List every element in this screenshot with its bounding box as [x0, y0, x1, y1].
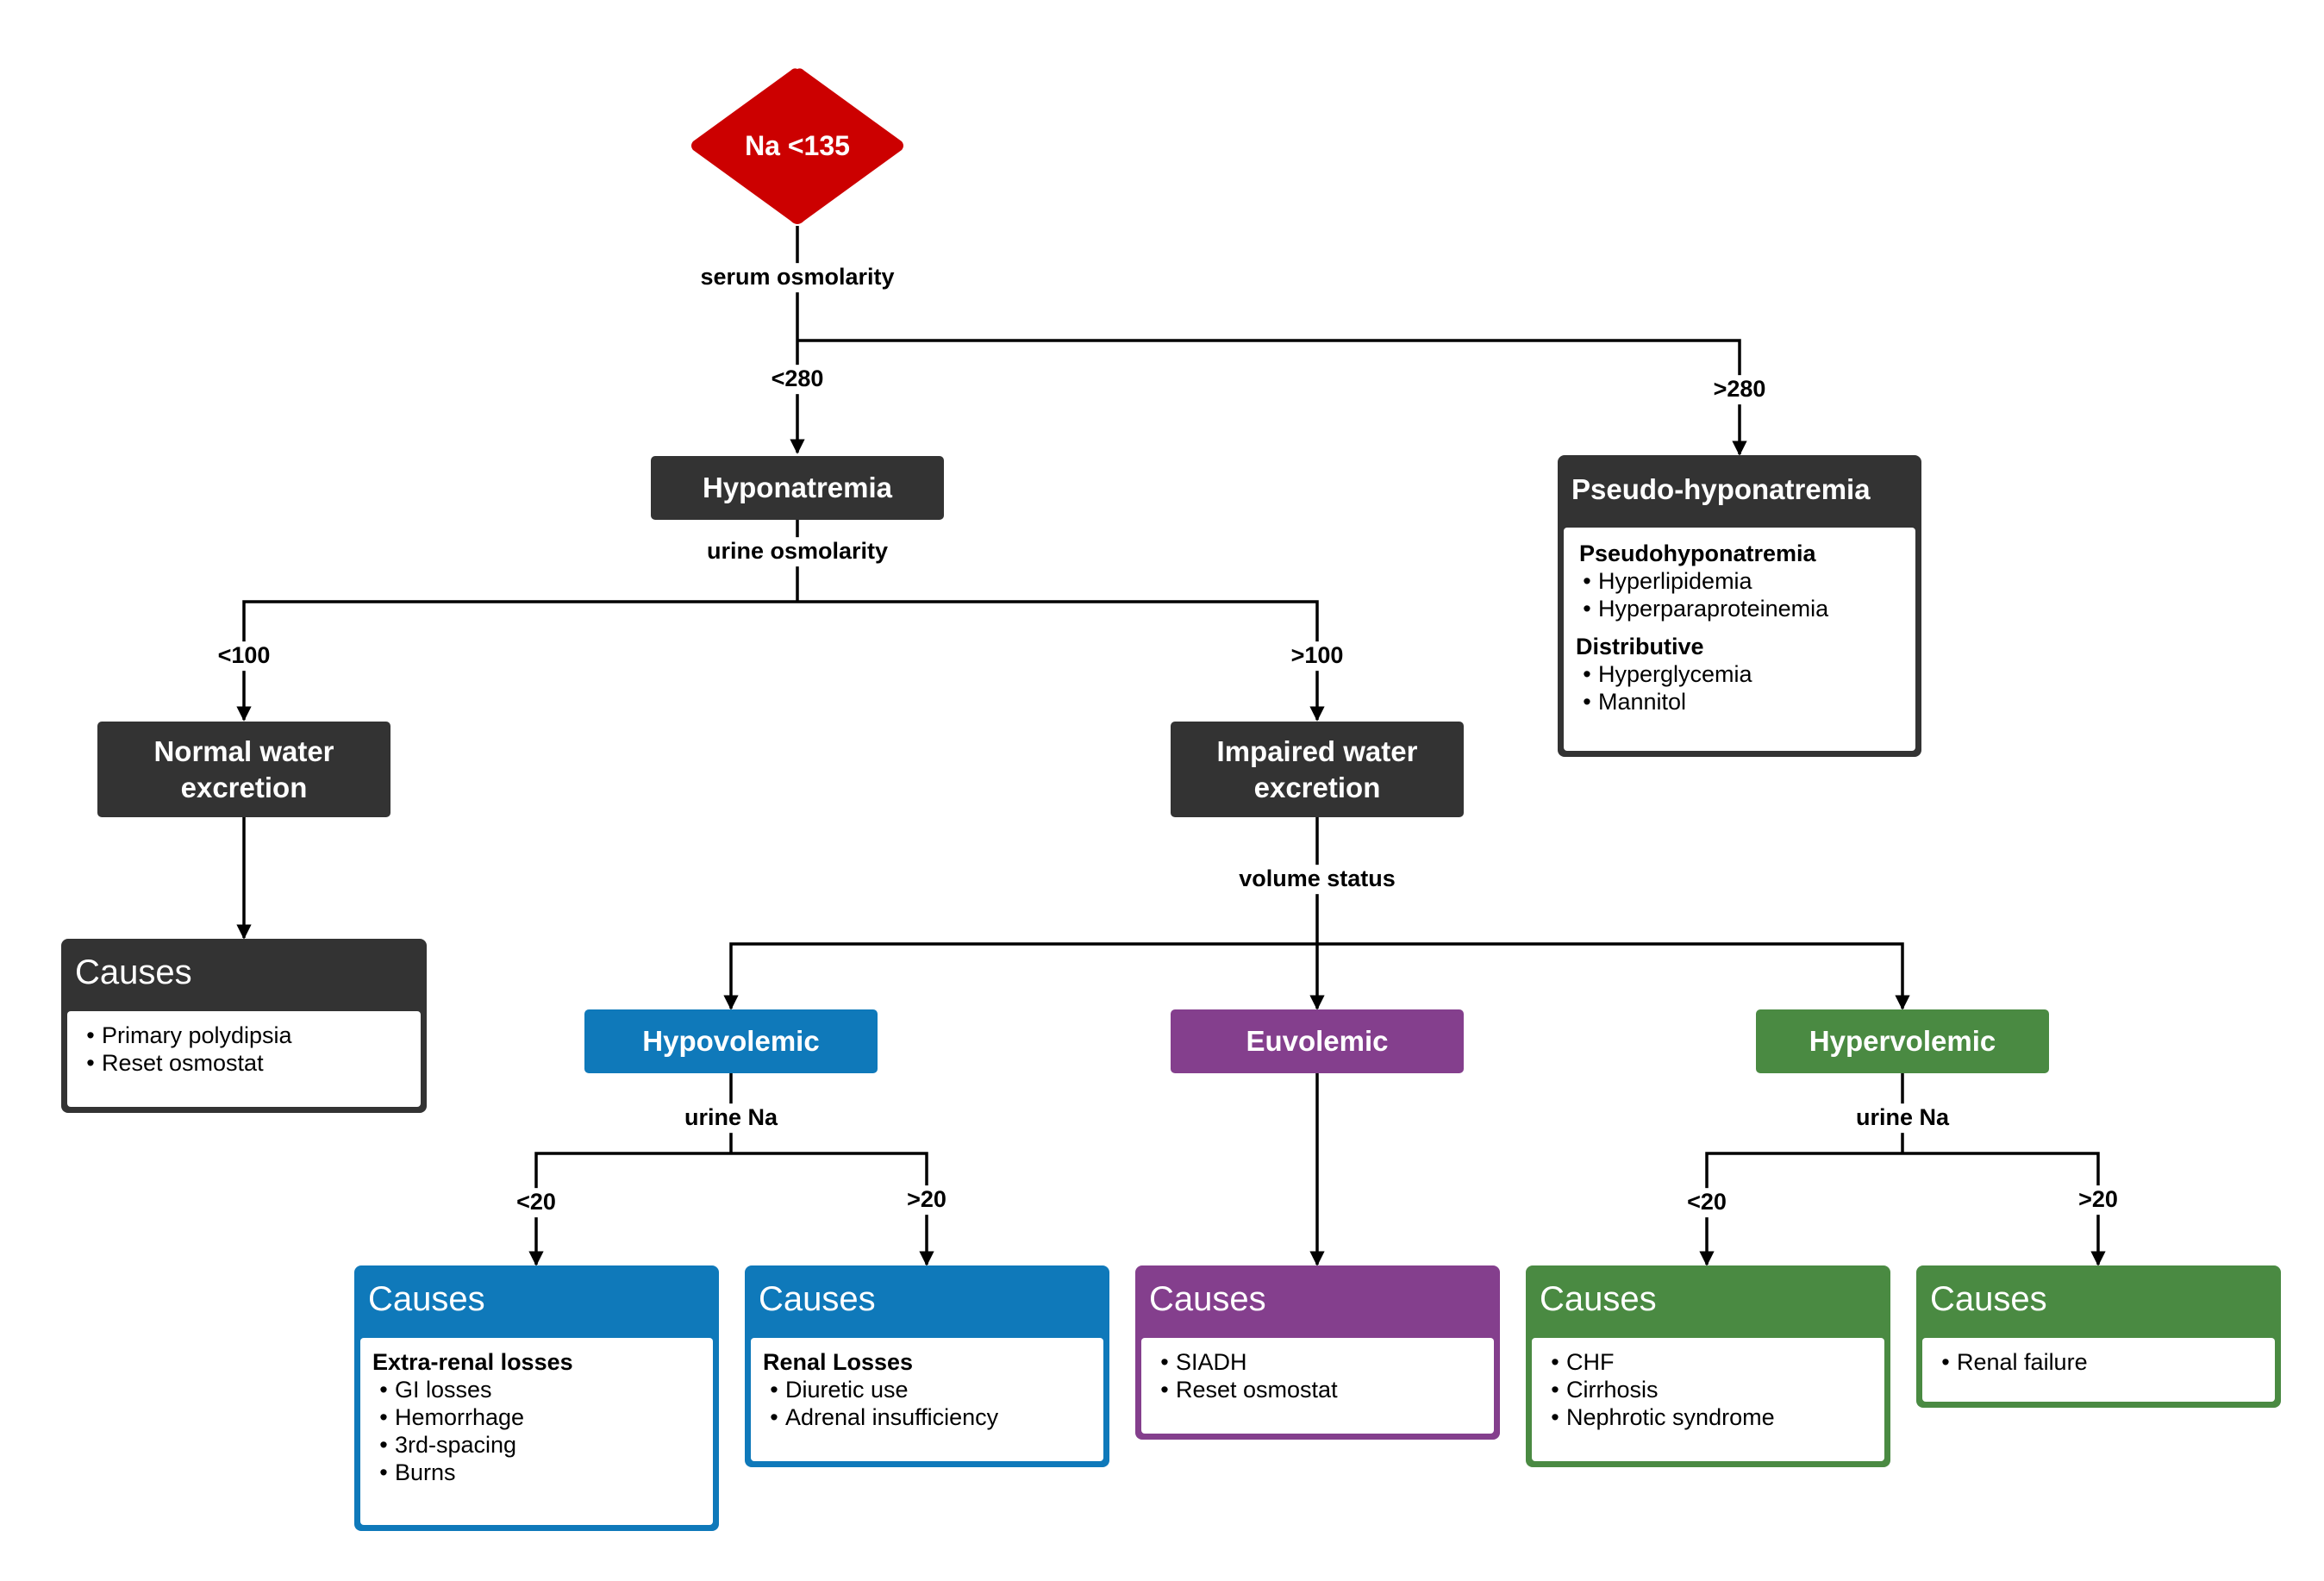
- edge-line-hyper-gt20: [1902, 1152, 2106, 1266]
- edge-label-urine-na-hypo: urine Na: [677, 1103, 785, 1133]
- edge-line-hyper-lt20: [1699, 1152, 1902, 1266]
- pseudo-section-1: Pseudohyponatremia Hyperlipidemia Hyperp…: [1576, 540, 1903, 622]
- edge-label-urine-osmolarity: urine osmolarity: [699, 537, 896, 566]
- list-item: Hyperparaproteinemia: [1576, 595, 1903, 622]
- list-item: Adrenal insufficiency: [763, 1403, 1091, 1431]
- list-item: SIADH: [1153, 1348, 1482, 1376]
- edge-label-volume-status: volume status: [1232, 865, 1403, 894]
- causes-body: Renal failure: [1922, 1338, 2275, 1402]
- list-item: Nephrotic syndrome: [1544, 1403, 1872, 1431]
- edge-line-lt100: [236, 600, 797, 722]
- list-item: 3rd-spacing: [372, 1431, 701, 1459]
- causes-title: Causes: [1540, 1279, 1657, 1318]
- euvolemic-node: Euvolemic: [1171, 1009, 1464, 1073]
- list-item: CHF: [1544, 1348, 1872, 1376]
- list-item: Mannitol: [1576, 688, 1903, 716]
- edge-label-hyper-gt20: >20: [2071, 1185, 2125, 1215]
- start-label: Na <135: [745, 129, 850, 161]
- causes-body: CHF Cirrhosis Nephrotic syndrome: [1532, 1338, 1884, 1461]
- list-item: Diuretic use: [763, 1376, 1091, 1403]
- causes-hypervolemic-gt20-card: Causes Renal failure: [1916, 1265, 2281, 1408]
- causes-hypovolemic-extrarenal-card: Causes Extra-renal losses GI losses Hemo…: [354, 1265, 719, 1531]
- list-item: GI losses: [372, 1376, 701, 1403]
- causes-body: Renal Losses Diuretic use Adrenal insuff…: [751, 1338, 1103, 1461]
- edge-line-gt100: [797, 600, 1325, 722]
- list-item: Cirrhosis: [1544, 1376, 1872, 1403]
- edge-line-gt280: [797, 339, 1747, 456]
- causes-section-title: Extra-renal losses: [372, 1349, 573, 1375]
- pseudo-section-2: Distributive Hyperglycemia Mannitol: [1576, 633, 1903, 716]
- hypervolemic-node: Hypervolemic: [1756, 1009, 2049, 1073]
- causes-hypovolemic-renal-card: Causes Renal Losses Diuretic use Adrenal…: [745, 1265, 1109, 1467]
- causes-body: Extra-renal losses GI losses Hemorrhage …: [360, 1338, 713, 1525]
- list-item: Hyperlipidemia: [1576, 567, 1903, 595]
- list-item: Hyperglycemia: [1576, 660, 1903, 688]
- edge-label-serum-osmolarity: serum osmolarity: [693, 263, 902, 292]
- causes-section-title: Renal Losses: [763, 1349, 914, 1375]
- normal-water-excretion-node: Normal water excretion: [97, 722, 390, 817]
- edge-label-urine-na-hyper: urine Na: [1848, 1103, 1957, 1133]
- list-item: Hemorrhage: [372, 1403, 701, 1431]
- start-diamond: Na <135: [686, 66, 909, 226]
- pseudo-section-title: Pseudohyponatremia: [1579, 541, 1816, 566]
- edge-line-hypervolemic: [1317, 942, 1910, 1010]
- edge-label-hypo-lt20: <20: [509, 1188, 563, 1217]
- causes-body: Primary polydipsia Reset osmostat: [67, 1011, 421, 1107]
- list-item: Reset osmostat: [1153, 1376, 1482, 1403]
- edge-line-hypo-gt20: [731, 1152, 934, 1266]
- edge-label-lt280: <280: [764, 365, 831, 394]
- list-item: Primary polydipsia: [79, 1022, 409, 1049]
- causes-title: Causes: [759, 1279, 876, 1318]
- causes-hypervolemic-lt20-card: Causes CHF Cirrhosis Nephrotic syndrome: [1526, 1265, 1890, 1467]
- hyponatremia-node: Hyponatremia: [651, 456, 944, 520]
- list-item: Renal failure: [1934, 1348, 2263, 1376]
- causes-title: Causes: [368, 1279, 485, 1318]
- list-item: Burns: [372, 1459, 701, 1486]
- edge-label-hypo-gt20: >20: [900, 1185, 953, 1215]
- edge-label-gt100: >100: [1284, 641, 1351, 671]
- pseudo-hyponatremia-title: Pseudo-hyponatremia: [1571, 473, 1871, 505]
- pseudo-section-title: Distributive: [1576, 634, 1704, 659]
- edge-line-hypovolemic: [723, 942, 1317, 1010]
- edge-label-lt100: <100: [210, 641, 278, 671]
- edge-line-hypo-lt20: [528, 1152, 731, 1266]
- diamond-shape: [691, 68, 903, 224]
- causes-title: Causes: [1149, 1279, 1266, 1318]
- causes-euvolemic-card: Causes SIADH Reset osmostat: [1135, 1265, 1500, 1440]
- causes-title: Causes: [1930, 1279, 2047, 1318]
- hypovolemic-node: Hypovolemic: [584, 1009, 878, 1073]
- causes-normal-water-card: Causes Primary polydipsia Reset osmostat: [61, 939, 427, 1113]
- edge-label-gt280: >280: [1706, 375, 1773, 404]
- edge-label-hyper-lt20: <20: [1680, 1188, 1734, 1217]
- impaired-water-excretion-node: Impaired water excretion: [1171, 722, 1464, 817]
- pseudo-hyponatremia-body: Pseudohyponatremia Hyperlipidemia Hyperp…: [1564, 528, 1915, 751]
- causes-body: SIADH Reset osmostat: [1141, 1338, 1494, 1434]
- causes-title: Causes: [75, 953, 192, 991]
- list-item: Reset osmostat: [79, 1049, 409, 1077]
- pseudo-hyponatremia-card: Pseudo-hyponatremia Pseudohyponatremia H…: [1558, 455, 1921, 757]
